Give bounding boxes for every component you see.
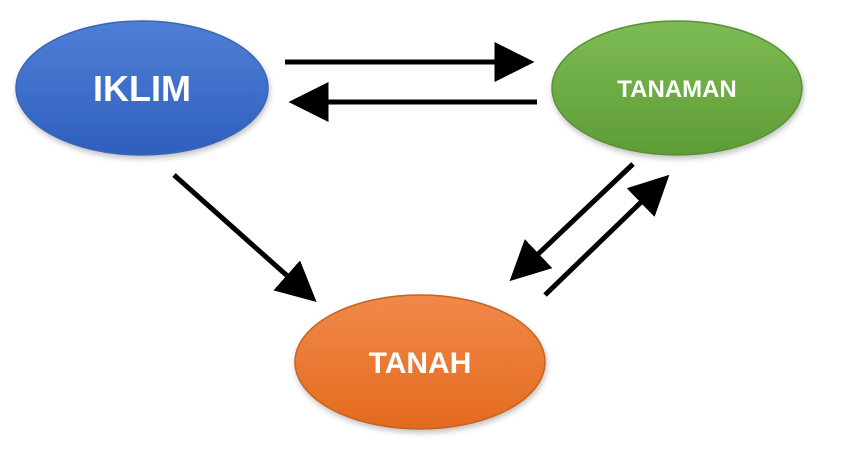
node-tanaman-shape xyxy=(551,20,803,156)
node-iklim: IKLIM xyxy=(15,20,269,156)
node-iklim-shape xyxy=(15,20,269,156)
node-tanah-shape xyxy=(294,294,546,430)
arrow-tanah-to-tanaman xyxy=(543,174,670,297)
node-tanaman: TANAMAN xyxy=(551,20,803,156)
arrows xyxy=(172,42,670,302)
arrow-tanaman-to-tanah xyxy=(509,162,635,282)
node-iklim-label: IKLIM xyxy=(93,68,191,109)
node-tanah: TANAH xyxy=(294,294,546,430)
arrow-iklim-to-tanah xyxy=(172,173,317,302)
node-tanah-label: TANAH xyxy=(369,347,472,380)
node-tanaman-label: TANAMAN xyxy=(617,76,737,103)
